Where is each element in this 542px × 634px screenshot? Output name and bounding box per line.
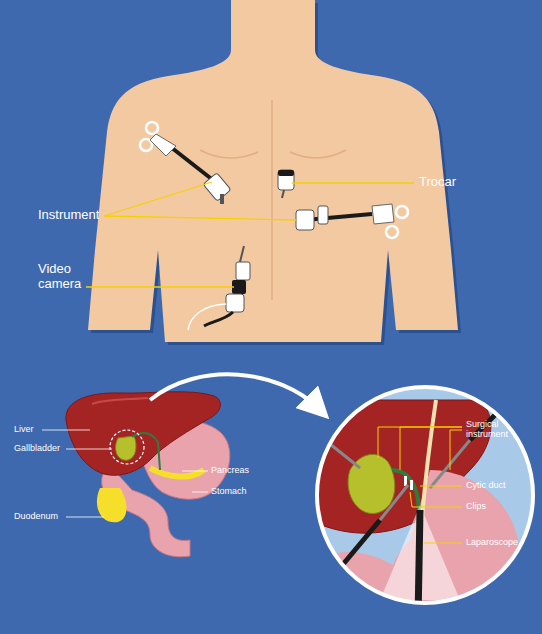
trocar-tip — [282, 190, 284, 198]
label: Cytic duct — [466, 480, 528, 490]
liver — [66, 392, 221, 475]
trocar — [278, 170, 294, 190]
clip — [410, 480, 413, 490]
camera-body — [232, 280, 246, 294]
label: Clips — [466, 501, 528, 511]
label: Instrument — [38, 208, 118, 223]
leader-line — [182, 471, 208, 472]
duct — [422, 400, 436, 520]
scissor-ring — [386, 226, 398, 238]
instrument-left — [140, 122, 231, 204]
instrument-shaft — [305, 214, 372, 220]
leader-line — [104, 182, 212, 216]
leader-line — [424, 543, 462, 544]
liver-highlight — [92, 398, 148, 404]
leader-lines — [86, 182, 414, 287]
leader-lines — [378, 427, 462, 543]
body-contour — [200, 100, 346, 300]
leader-line — [192, 492, 208, 493]
torso — [88, 0, 461, 345]
label: Duodenum — [14, 511, 66, 521]
scissor-ring — [396, 206, 408, 218]
label: Gallbladder — [14, 443, 66, 453]
label: Video camera — [38, 262, 88, 292]
label: Pancreas — [211, 465, 261, 475]
inset-border — [317, 387, 533, 603]
leader-line — [420, 486, 462, 487]
label: Stomach — [211, 486, 261, 496]
camera-trocar — [236, 262, 250, 280]
focus-circle — [110, 430, 144, 464]
trocar — [318, 206, 328, 224]
video-camera — [188, 246, 250, 330]
label: Liver — [14, 424, 44, 434]
leader-line — [86, 286, 234, 287]
leader-line — [378, 427, 462, 470]
instrument-handle — [150, 134, 176, 156]
trocar-valve — [220, 194, 224, 204]
pancreas — [150, 468, 204, 477]
instrument-right — [296, 204, 408, 238]
cystic-duct — [392, 470, 420, 520]
inset — [300, 387, 533, 620]
trocar — [203, 173, 231, 201]
bile-duct — [132, 433, 160, 470]
leader-line — [104, 216, 296, 220]
torso-skin — [88, 0, 458, 342]
instrument-handle — [372, 204, 394, 224]
trocar-cap — [278, 170, 294, 176]
leader-line — [42, 430, 90, 431]
surgical-instrument — [380, 485, 408, 520]
leader-line — [292, 182, 414, 183]
zoom-arrow — [150, 374, 318, 408]
camera-scope — [240, 246, 244, 262]
gallbladder — [116, 436, 136, 460]
camera-cable — [204, 312, 233, 326]
scissor-ring — [146, 122, 158, 134]
leader-line — [410, 492, 462, 507]
leader-line — [66, 449, 112, 450]
camera-head — [226, 294, 244, 312]
leader-line — [66, 517, 104, 518]
label: Laparoscope — [466, 537, 532, 547]
label: Trocar — [419, 175, 489, 190]
surgical-instrument — [300, 420, 330, 440]
leader-lines — [42, 430, 208, 517]
label: Surgical instrument — [466, 419, 528, 440]
trocar-centre — [278, 170, 294, 198]
surgical-instrument — [330, 520, 380, 580]
organs — [66, 392, 230, 557]
trocar — [296, 210, 314, 230]
